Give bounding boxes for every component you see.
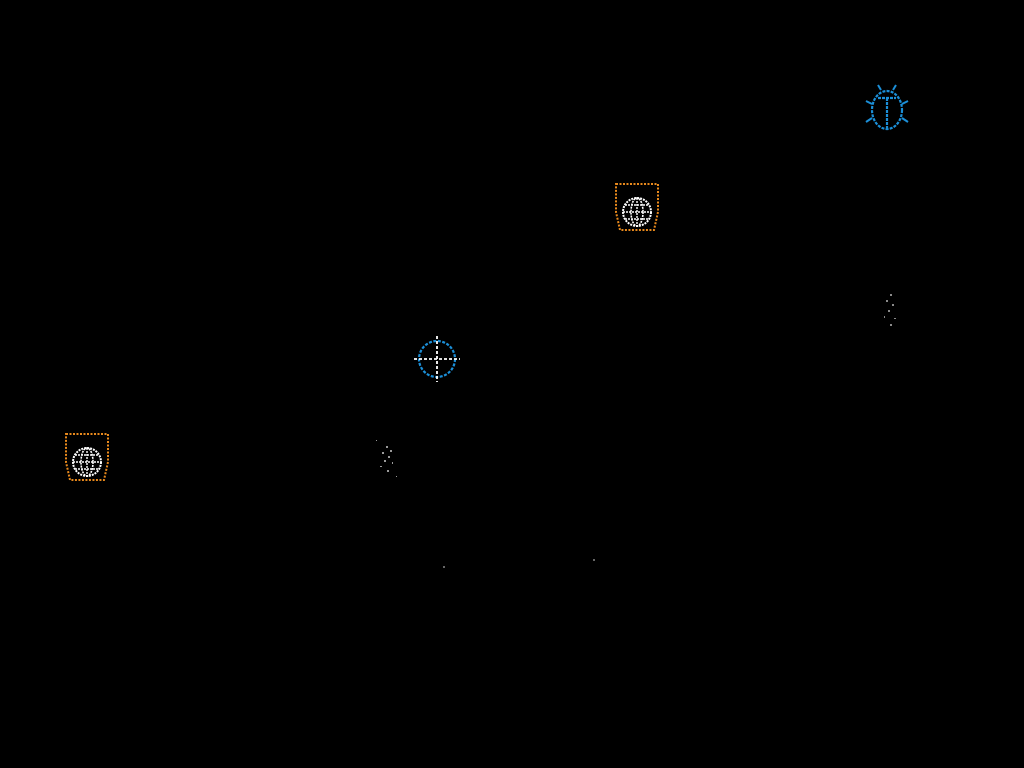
- bug-icon[interactable]: [864, 84, 910, 134]
- faint-dot: [592, 547, 596, 566]
- globe-shield-icon[interactable]: [64, 432, 110, 484]
- faint-sparkle-icon: [370, 436, 406, 488]
- crosshair-icon[interactable]: [412, 334, 462, 384]
- globe-shield-icon[interactable]: [614, 182, 660, 234]
- faint-dot: [442, 554, 446, 573]
- faint-sparkle-icon: [872, 288, 908, 338]
